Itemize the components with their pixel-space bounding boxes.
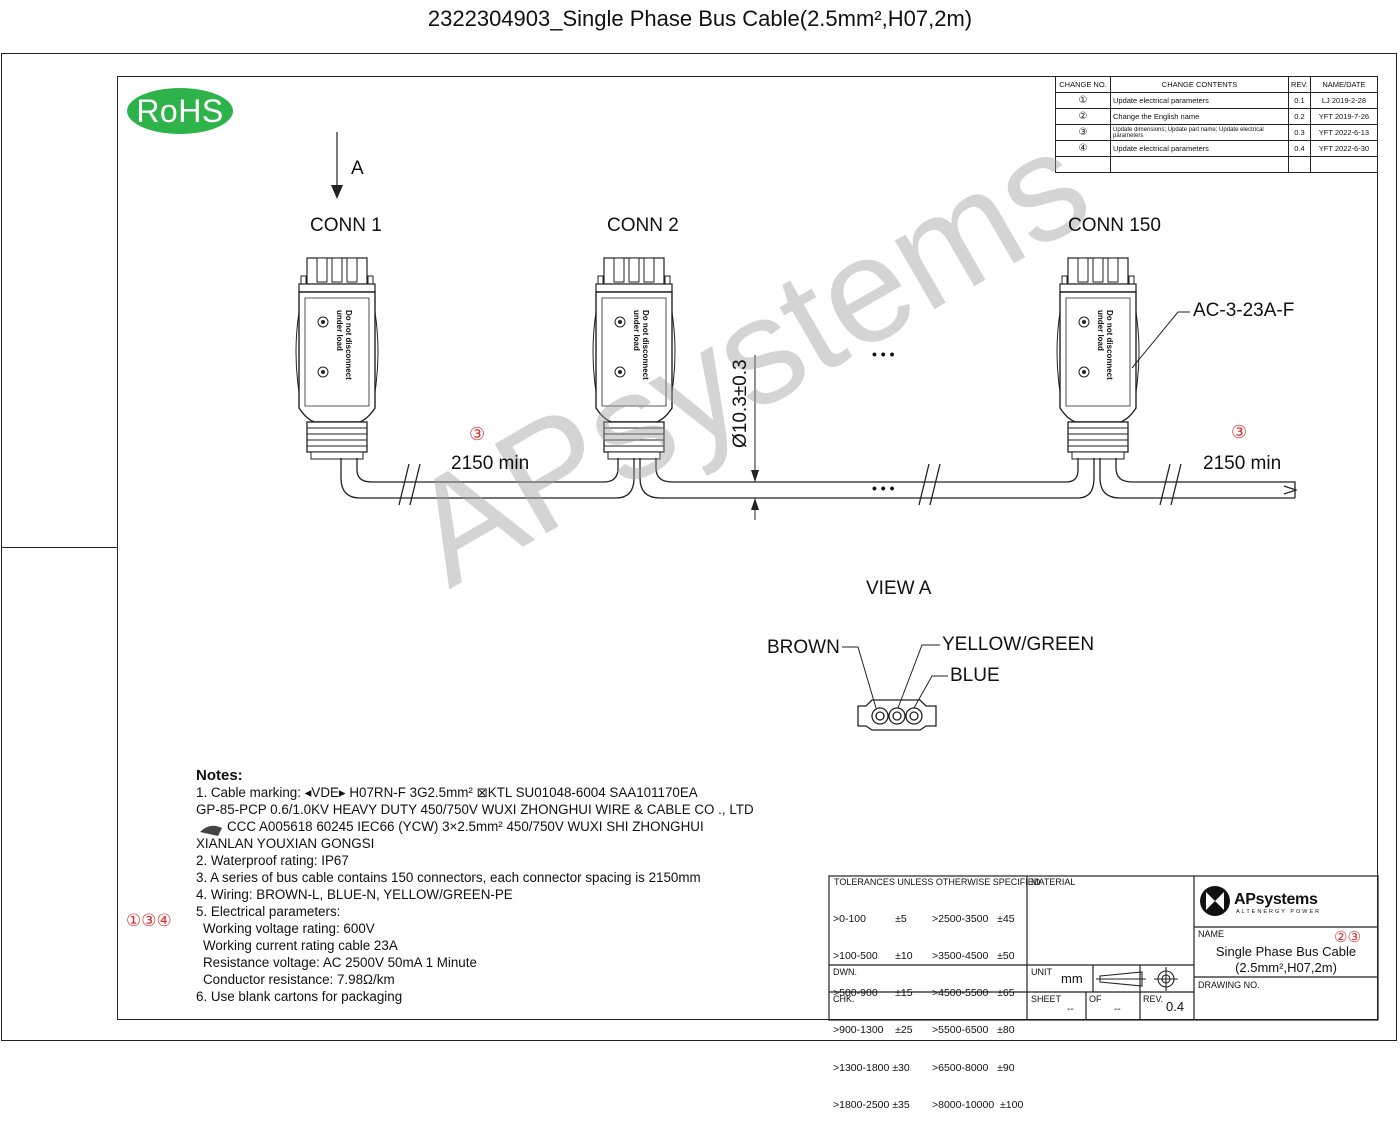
drawing-frame xyxy=(117,76,1378,1020)
view-a-title: VIEW A xyxy=(866,578,932,599)
cable-drawing xyxy=(200,132,1298,836)
part-label: AC-3-23A-F xyxy=(1193,300,1295,321)
note-line: GP-85-PCP 0.6/1.0KV HEAVY DUTY 450/750V … xyxy=(196,802,754,817)
part-name: Single Phase Bus Cable (2.5mm²,H07,2m) xyxy=(1215,944,1357,975)
tolerances-left: >0-100 ±5 >100-500 ±10 >500-900 ±15 >900… xyxy=(833,912,913,1111)
unit-value: mm xyxy=(1061,971,1083,986)
tail-dimension: 2150 min xyxy=(1203,453,1282,474)
note-line: Resistance voltage: AC 2500V 50mA 1 Minu… xyxy=(203,955,477,970)
of-value: -- xyxy=(1114,1004,1121,1015)
note-line: Working voltage rating: 600V xyxy=(203,921,375,936)
title-block-lines xyxy=(828,875,1379,1021)
rohs-logo: RoHS xyxy=(127,88,233,134)
rev-value: 0.4 xyxy=(1166,999,1185,1014)
sheet-value: -- xyxy=(1067,1004,1074,1015)
drawn-label: DWN. xyxy=(833,967,857,977)
view-arrow-label: A xyxy=(351,158,364,179)
blue-wire-label: BLUE xyxy=(950,665,1000,686)
revision-mark: ③ xyxy=(1231,422,1248,442)
name-revision-marks: ②③ xyxy=(1334,929,1361,946)
company-tagline: ALTENERGY POWER xyxy=(1236,909,1322,915)
sheet-label: SHEET xyxy=(1031,994,1062,1004)
rev-label: REV. xyxy=(1143,994,1164,1004)
frame-divider xyxy=(1,547,117,548)
conn1-label: CONN 1 xyxy=(310,215,382,236)
note-line: 3. A series of bus cable contains 150 co… xyxy=(196,870,701,885)
ellipsis-top: • • • xyxy=(872,346,895,362)
note-line: Working current rating cable 23A xyxy=(203,938,398,953)
note-line: 4. Wiring: BROWN-L, BLUE-N, YELLOW/GREEN… xyxy=(196,887,513,902)
table-row xyxy=(1055,156,1379,173)
spacing-dimension: 2150 min xyxy=(451,453,530,474)
yellow-green-wire-label: YELLOW/GREEN xyxy=(942,634,1095,655)
conn2-label: CONN 2 xyxy=(607,215,679,236)
page-title: 2322304903_Single Phase Bus Cable(2.5mm²… xyxy=(427,6,973,31)
of-label: OF xyxy=(1089,994,1102,1004)
note-line: XIANLAN YOUXIAN GONGSI xyxy=(196,836,375,851)
notes-heading: Notes: xyxy=(196,767,243,784)
note-line: 5. Electrical parameters: xyxy=(196,904,341,919)
note-line: 6. Use blank cartons for packaging xyxy=(196,989,403,1004)
name-label: NAME xyxy=(1198,929,1225,939)
checked-label: CHK. xyxy=(833,994,855,1004)
company-logo: APsystems xyxy=(1234,891,1318,908)
tolerance-header: TOLERANCES UNLESS OTHERWISE SPECIFIED xyxy=(834,877,1041,887)
note-line: CCC A005618 60245 IEC66 (YCW) 3×2.5mm² 4… xyxy=(227,819,704,834)
note-line: 1. Cable marking: ◂VDE▸ H07RN-F 3G2.5mm²… xyxy=(196,785,698,800)
notes-revision-marks: ①③④ xyxy=(126,911,172,930)
material-label: MATERIAL xyxy=(1031,877,1076,887)
notes: Notes: 1. Cable marking: ◂VDE▸ H07RN-F 3… xyxy=(196,767,754,1005)
unit-label: UNIT xyxy=(1031,967,1052,977)
table-row: ② Change the English name 0.2 YFT 2019-7… xyxy=(1055,108,1379,125)
revision-mark: ③ xyxy=(469,424,486,444)
ellipsis-cable: • • • xyxy=(872,480,895,496)
drawing-number-label: DRAWING NO. xyxy=(1198,980,1260,990)
note-line: Conductor resistance: 7.98Ω/km xyxy=(203,972,395,987)
note-line: 2. Waterproof rating: IP67 xyxy=(196,853,349,868)
tolerances-right: >2500-3500 ±45 >3500-4500 ±50 >4500-5500… xyxy=(932,912,1024,1111)
brown-wire-label: BROWN xyxy=(767,637,840,658)
conn150-label: CONN 150 xyxy=(1068,215,1161,236)
table-row: ④ Update electrical parameters 0.4 YFT 2… xyxy=(1055,140,1379,157)
change-table: CHANGE NO. CHANGE CONTENTS REV. NAME/DAT… xyxy=(1055,76,1379,173)
